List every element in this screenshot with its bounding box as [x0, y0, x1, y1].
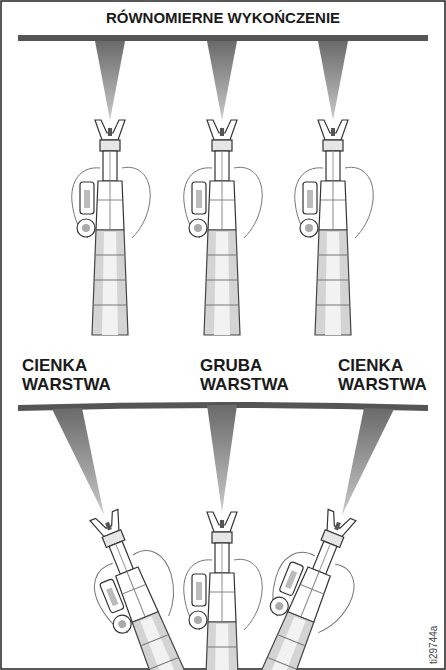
- surface-bar: [18, 35, 428, 41]
- spray-fan: [52, 408, 104, 515]
- spray-fan: [95, 41, 125, 120]
- spray-gun: [226, 501, 379, 670]
- layer-label: CIENKA WARSTWA: [22, 356, 126, 394]
- layer-label: CIENKA WARSTWA: [338, 356, 442, 394]
- spray-fan: [318, 41, 348, 120]
- spray-fan: [342, 408, 394, 515]
- spray-fan: [207, 405, 237, 512]
- spray-gun: [72, 120, 150, 335]
- spray-gun: [184, 120, 262, 335]
- spray-gun: [295, 120, 373, 335]
- layer-label: GRUBA WARSTWA: [200, 356, 304, 394]
- figure-code: ti29744a: [428, 626, 439, 664]
- spray-gun: [184, 512, 262, 670]
- diagram-title: RÓWNOMIERNE WYKOŃCZENIE: [0, 9, 446, 26]
- spray-fan: [207, 41, 237, 120]
